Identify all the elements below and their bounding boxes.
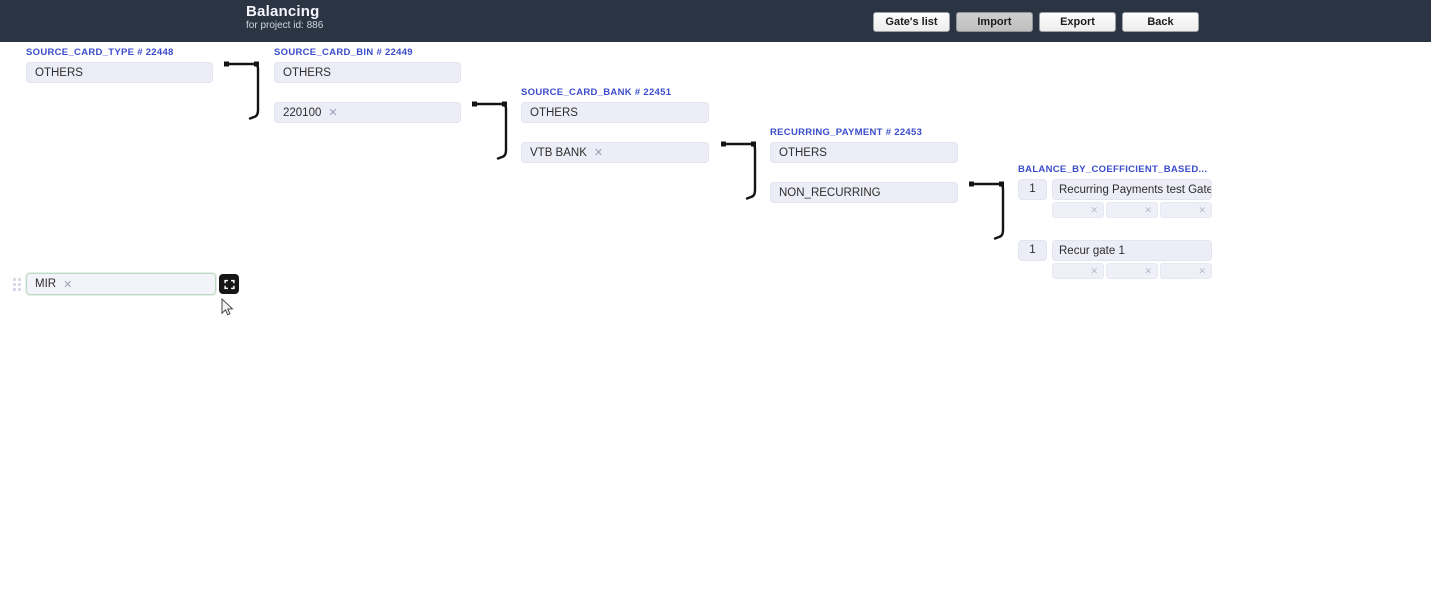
page-title: Balancing [246,3,320,20]
gate-row: 1 Recur gate 1 ✕ ✕ ✕ [1018,240,1218,279]
gate-sub-field[interactable]: ✕ [1160,263,1212,279]
field-source-card-bank-vtb[interactable]: VTB BANK ✕ [521,142,709,163]
field-recurring-payment-others[interactable]: OTHERS [770,142,958,163]
close-icon[interactable]: ✕ [1144,265,1152,276]
connector-bracket-3 [721,140,757,202]
close-icon[interactable]: ✕ [1090,204,1098,215]
drag-handle-icon[interactable] [10,274,24,294]
field-value: MIR [35,278,57,290]
export-button[interactable]: Export [1039,12,1116,32]
gate-name-field[interactable]: Recur gate 1 [1052,240,1212,261]
field-mir[interactable]: MIR ✕ [26,273,216,295]
header-title-block: Balancing for project id: 886 [246,3,446,32]
back-button[interactable]: Back [1122,12,1199,32]
gate-sub-field[interactable]: ✕ [1106,202,1158,218]
balancing-graph-canvas[interactable]: SOURCE_CARD_TYPE # 22448 OTHERS SOURCE_C… [0,42,1431,601]
gate-body: Recur gate 1 ✕ ✕ ✕ [1052,240,1212,279]
connector-bracket-4 [969,180,1005,242]
field-source-card-bin-220100[interactable]: 220100 ✕ [274,102,461,123]
group-source-card-bank: SOURCE_CARD_BANK # 22451 OTHERS VTB BANK… [521,87,709,163]
gate-sub-field[interactable]: ✕ [1160,202,1212,218]
gate-row: 1 Recurring Payments test Gate ✕ ✕ ✕ [1018,179,1218,218]
group-label-recurring-payment: RECURRING_PAYMENT # 22453 [770,127,923,138]
draggable-value-row[interactable]: MIR ✕ [10,273,239,295]
field-recurring-payment-non-recurring[interactable]: NON_RECURRING [770,182,958,203]
close-icon[interactable]: ✕ [1198,204,1206,215]
app-header: Balancing for project id: 886 Gate's lis… [0,0,1431,42]
header-actions: Gate's list Import Export Back [873,12,1199,32]
gate-weight-input[interactable]: 1 [1018,240,1047,261]
group-recurring-payment: RECURRING_PAYMENT # 22453 OTHERS NON_REC… [770,127,958,203]
gates-list-button[interactable]: Gate's list [873,12,950,32]
group-balance-by-coefficient: BALANCE_BY_COEFFICIENT_BASED... 1 Recurr… [1018,164,1218,279]
group-label-source-card-bank: SOURCE_CARD_BANK # 22451 [521,87,672,98]
field-value: NON_RECURRING [779,186,881,199]
close-icon[interactable]: ✕ [1144,204,1152,215]
gate-block: 1 Recurring Payments test Gate ✕ ✕ ✕ [1018,179,1218,218]
field-source-card-bin-others[interactable]: OTHERS [274,62,461,83]
field-value: VTB BANK [530,146,587,159]
mouse-cursor [221,297,235,322]
gate-sub-field[interactable]: ✕ [1052,263,1104,279]
group-label-source-card-type: SOURCE_CARD_TYPE # 22448 [26,47,174,58]
close-icon[interactable]: ✕ [63,278,73,291]
close-icon[interactable]: ✕ [1090,265,1098,276]
close-icon[interactable]: ✕ [593,147,604,159]
gate-weight-input[interactable]: 1 [1018,179,1047,200]
group-label-balance-by-coefficient: BALANCE_BY_COEFFICIENT_BASED... [1018,164,1208,175]
close-icon[interactable]: ✕ [1198,265,1206,276]
group-label-source-card-bin: SOURCE_CARD_BIN # 22449 [274,47,413,58]
gate-sub-field[interactable]: ✕ [1106,263,1158,279]
field-source-card-bank-others[interactable]: OTHERS [521,102,709,123]
import-button[interactable]: Import [956,12,1033,32]
connector-bracket-1 [224,60,260,122]
page-subtitle: for project id: 886 [246,20,324,31]
group-source-card-type: SOURCE_CARD_TYPE # 22448 OTHERS [26,47,213,83]
gate-name-field[interactable]: Recurring Payments test Gate [1052,179,1212,200]
field-value: OTHERS [35,66,83,79]
gate-subrow: ✕ ✕ ✕ [1052,263,1212,279]
gate-block: 1 Recur gate 1 ✕ ✕ ✕ [1018,240,1218,279]
field-value: OTHERS [779,146,827,159]
close-icon[interactable]: ✕ [328,107,338,119]
field-source-card-type-others[interactable]: OTHERS [26,62,213,83]
fullscreen-expand-icon[interactable] [219,274,239,294]
gate-body: Recurring Payments test Gate ✕ ✕ ✕ [1052,179,1212,218]
connector-bracket-2 [472,100,508,162]
gate-sub-field[interactable]: ✕ [1052,202,1104,218]
field-value: 220100 [283,106,322,119]
field-value: OTHERS [283,66,331,79]
group-source-card-bin: SOURCE_CARD_BIN # 22449 OTHERS 220100 ✕ [274,47,461,123]
gate-subrow: ✕ ✕ ✕ [1052,202,1212,218]
field-value: OTHERS [530,106,578,119]
